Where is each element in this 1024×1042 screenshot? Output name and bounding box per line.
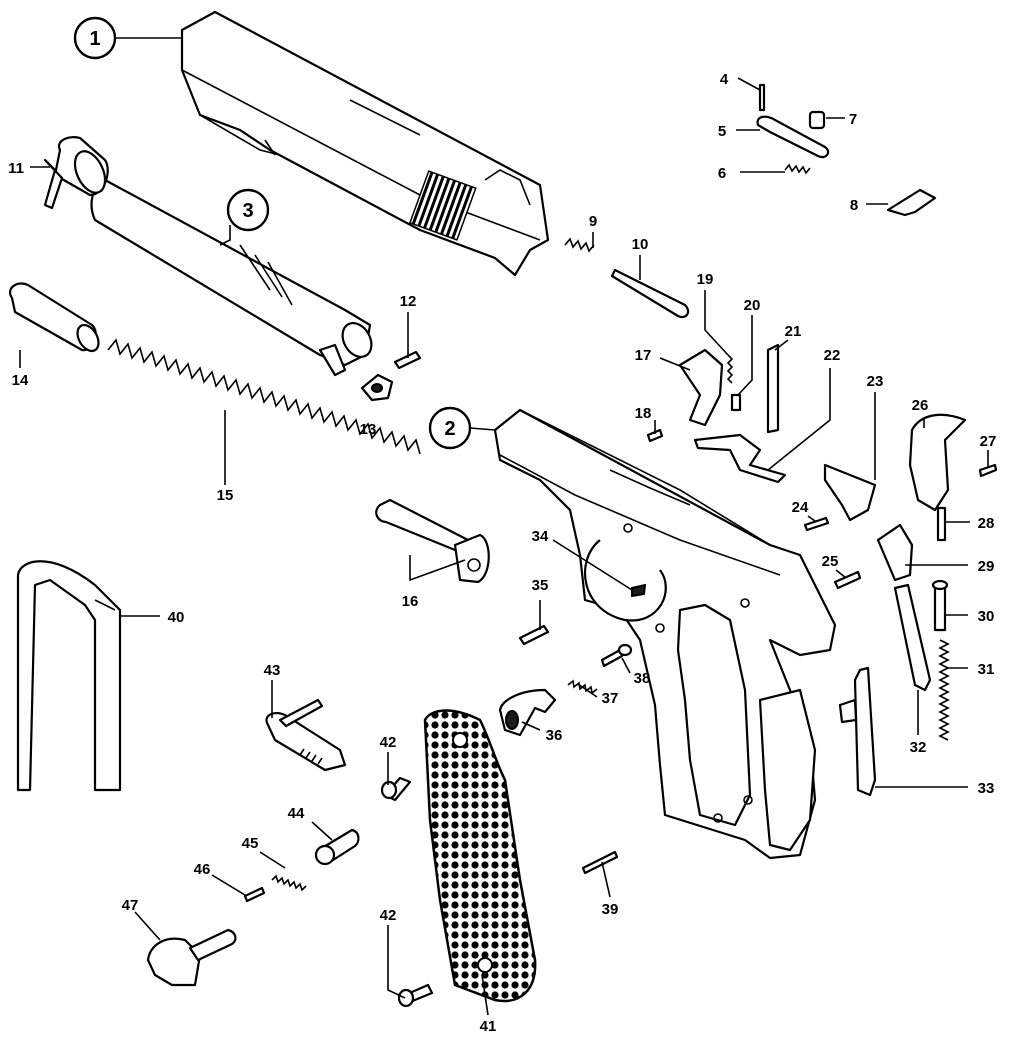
part-label-6: 6 bbox=[718, 165, 726, 182]
part-label-14: 14 bbox=[12, 372, 29, 389]
mag-catch-parts bbox=[243, 828, 360, 903]
part-label-30: 30 bbox=[978, 608, 995, 625]
svg-text:2: 2 bbox=[444, 418, 455, 440]
part-label-41: 41 bbox=[480, 1018, 497, 1035]
part-label-26: 26 bbox=[912, 397, 929, 414]
part-label-44: 44 bbox=[288, 805, 305, 822]
sear-disconnector-parts bbox=[646, 343, 787, 484]
part-label-12: 12 bbox=[400, 293, 417, 310]
part-label-39: 39 bbox=[602, 901, 619, 918]
part-label-27: 27 bbox=[980, 433, 997, 450]
part-label-21: 21 bbox=[785, 323, 802, 340]
part-label-42-upper: 42 bbox=[380, 734, 397, 751]
part-label-38: 38 bbox=[634, 670, 651, 687]
part-label-40: 40 bbox=[168, 609, 185, 626]
part-label-9: 9 bbox=[589, 213, 597, 230]
recoil-spring-guide-part bbox=[375, 498, 490, 584]
part-label-43: 43 bbox=[264, 662, 281, 679]
part-label-8: 8 bbox=[850, 197, 858, 214]
part-label-5: 5 bbox=[718, 123, 726, 140]
part-label-35: 35 bbox=[532, 577, 549, 594]
part-label-4: 4 bbox=[720, 71, 729, 88]
part-label-15: 15 bbox=[217, 487, 234, 504]
callout-1: 1 bbox=[73, 16, 117, 60]
part-label-28: 28 bbox=[978, 515, 995, 532]
svg-text:1: 1 bbox=[89, 28, 100, 50]
firing-pin-parts bbox=[564, 237, 690, 319]
thumb-safety-part bbox=[146, 928, 237, 987]
part-label-7: 7 bbox=[849, 111, 857, 128]
part-label-25: 25 bbox=[822, 553, 839, 570]
small-parts-upper-left bbox=[360, 350, 422, 402]
part-label-20: 20 bbox=[744, 297, 761, 314]
part-label-37: 37 bbox=[602, 690, 619, 707]
part-label-11: 11 bbox=[8, 160, 24, 177]
part-label-19: 19 bbox=[697, 271, 714, 288]
part-label-36: 36 bbox=[546, 727, 563, 744]
recoil-spring-plug-part bbox=[9, 282, 100, 353]
part-label-32: 32 bbox=[910, 739, 927, 756]
slide-part bbox=[180, 10, 550, 277]
barrel-bushing-part bbox=[43, 136, 109, 210]
slide-stop-part bbox=[265, 698, 347, 772]
part-label-45: 45 bbox=[242, 835, 259, 852]
part-label-47: 47 bbox=[122, 897, 139, 914]
grip-panel-part bbox=[423, 709, 537, 1003]
magazine-part bbox=[16, 560, 122, 792]
frame-part bbox=[493, 408, 837, 860]
part-label-18: 18 bbox=[635, 405, 652, 422]
part-label-31: 31 bbox=[978, 661, 995, 678]
part-label-46: 46 bbox=[194, 861, 211, 878]
part-label-17: 17 bbox=[635, 347, 652, 364]
part-label-23: 23 bbox=[867, 373, 884, 390]
recoil-spring-part bbox=[107, 338, 421, 455]
svg-text:3: 3 bbox=[242, 200, 253, 222]
extractor-parts bbox=[756, 83, 937, 217]
callout-2: 2 bbox=[428, 406, 472, 450]
part-label-29: 29 bbox=[978, 558, 995, 575]
callout-3: 3 bbox=[226, 188, 270, 232]
grip-screw-lower bbox=[397, 983, 434, 1008]
hammer-grip-safety-parts bbox=[803, 413, 998, 797]
part-label-34: 34 bbox=[532, 528, 549, 545]
part-number-labels: 4 5 6 7 8 9 10 11 12 13 14 15 16 17 18 1… bbox=[8, 71, 996, 1035]
part-label-24: 24 bbox=[792, 499, 809, 516]
part-label-42-lower: 42 bbox=[380, 907, 397, 924]
leader-lines bbox=[19, 37, 989, 1016]
part-label-10: 10 bbox=[632, 236, 649, 253]
part-label-33: 33 bbox=[978, 780, 995, 797]
part-label-22: 22 bbox=[824, 347, 841, 364]
trigger-and-release-parts bbox=[498, 624, 633, 875]
part-label-13: 13 bbox=[360, 421, 377, 438]
part-label-16: 16 bbox=[402, 593, 419, 610]
grip-screw-upper bbox=[380, 776, 412, 802]
